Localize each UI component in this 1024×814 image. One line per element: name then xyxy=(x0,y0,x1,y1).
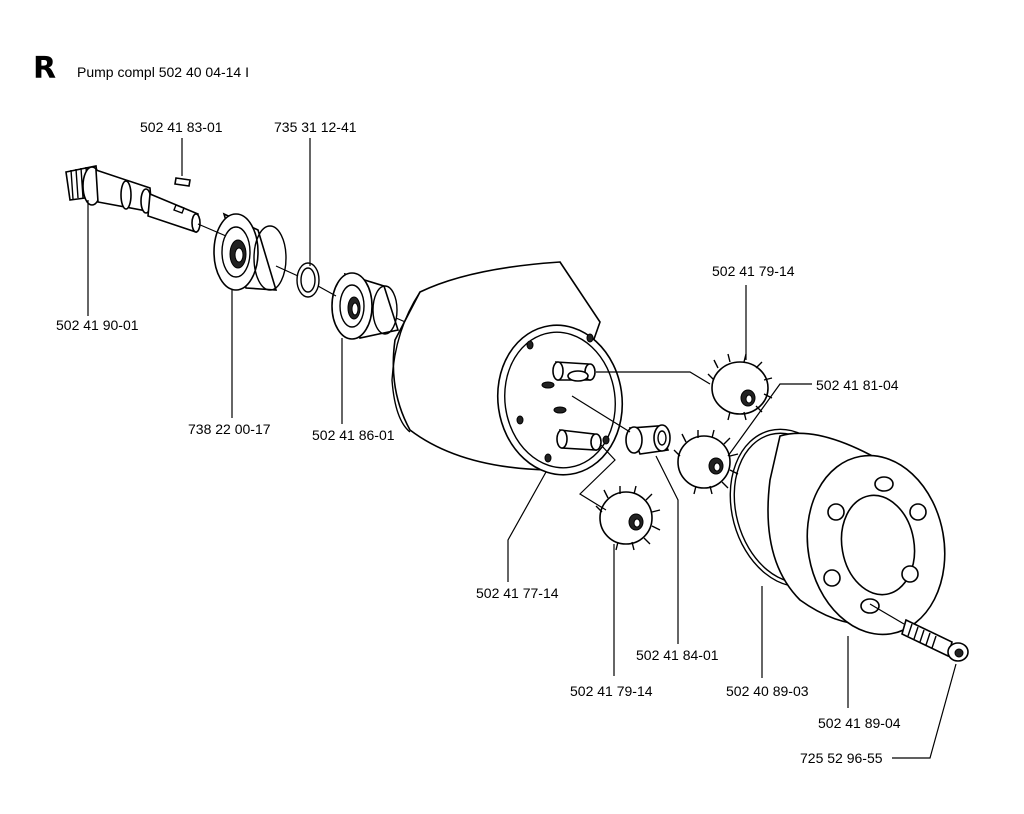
label-shaft: 502 41 90-01 xyxy=(56,317,139,333)
key xyxy=(174,177,191,187)
label-o-ring: 502 40 89-03 xyxy=(726,683,809,699)
cap-screw xyxy=(901,618,969,662)
gear-upper xyxy=(707,353,773,421)
circlip xyxy=(296,262,320,298)
leader-housing xyxy=(507,471,547,582)
label-gear-middle: 502 41 81-04 xyxy=(816,377,899,393)
bushing xyxy=(625,424,671,455)
gear-lower xyxy=(595,485,661,551)
label-bearing-small: 502 41 86-01 xyxy=(312,427,395,443)
drive-shaft xyxy=(65,165,201,234)
pump-cover xyxy=(767,432,946,636)
small-bearing xyxy=(331,272,400,340)
assembly-title: Pump compl 502 40 04-14 I xyxy=(77,64,249,80)
label-circlip: 735 31 12-41 xyxy=(274,119,357,135)
label-gear-upper: 502 41 79-14 xyxy=(712,263,795,279)
pump-housing xyxy=(391,261,624,476)
label-bearing-large: 738 22 00-17 xyxy=(188,421,271,437)
label-screw: 725 52 96-55 xyxy=(800,750,883,766)
section-letter: R xyxy=(33,51,56,86)
label-gear-lower: 502 41 79-14 xyxy=(570,683,653,699)
label-key: 502 41 83-01 xyxy=(140,119,223,135)
label-cover: 502 41 89-04 xyxy=(818,715,901,731)
leader-bushing xyxy=(655,455,679,644)
label-housing: 502 41 77-14 xyxy=(476,585,559,601)
label-bushing: 502 41 84-01 xyxy=(636,647,719,663)
large-bearing xyxy=(213,212,287,291)
gear-middle xyxy=(673,429,739,495)
leader-gear-middle xyxy=(727,383,812,457)
leader-screw xyxy=(892,663,957,759)
